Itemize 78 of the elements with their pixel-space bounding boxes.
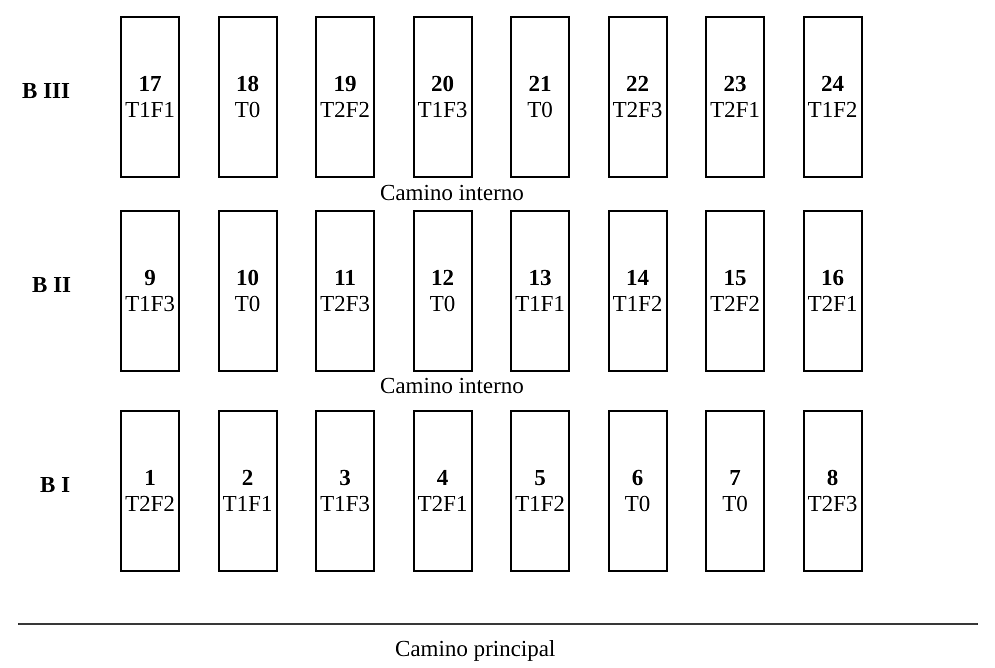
plot-box <box>705 210 765 372</box>
plot-box <box>120 410 180 572</box>
plot-box <box>705 16 765 178</box>
plot-box <box>315 410 375 572</box>
plot-number: 5 <box>534 465 546 491</box>
treatment-code: T2F3 <box>808 491 858 517</box>
treatment-code: T0 <box>722 491 748 517</box>
plot-box <box>412 210 472 372</box>
plot-box <box>412 410 472 572</box>
treatment-code: T2F2 <box>710 291 760 317</box>
path-label: Camino interno <box>380 373 524 399</box>
plot-number: 8 <box>826 465 838 491</box>
plot-box <box>218 210 278 372</box>
plot-box <box>510 410 570 572</box>
plot-box <box>802 410 862 572</box>
plot-number: 21 <box>528 71 552 97</box>
plot-box <box>705 410 765 572</box>
treatment-code: T0 <box>527 97 553 123</box>
plot-number: 11 <box>334 265 356 291</box>
plot-number: 13 <box>528 265 552 291</box>
plot-number: 7 <box>729 465 741 491</box>
treatment-code: T0 <box>430 291 456 317</box>
treatment-code: T1F3 <box>418 97 468 123</box>
plot-box <box>608 210 668 372</box>
treatment-code: T2F1 <box>418 491 468 517</box>
treatment-code: T1F2 <box>808 97 858 123</box>
plot-box <box>802 16 862 178</box>
plot-number: 17 <box>138 71 162 97</box>
treatment-code: T1F3 <box>125 291 175 317</box>
plot-box <box>608 410 668 572</box>
plot-number: 2 <box>242 465 254 491</box>
treatment-code: T1F3 <box>320 491 370 517</box>
plot-number: 20 <box>431 71 454 97</box>
plot-number: 18 <box>236 71 259 97</box>
treatment-code: T1F1 <box>515 291 565 317</box>
treatment-code: T0 <box>624 491 650 517</box>
plot-box <box>218 16 278 178</box>
plot-box <box>412 16 472 178</box>
plot-box <box>608 16 668 178</box>
treatment-code: T1F2 <box>515 491 565 517</box>
path-label: Camino principal <box>395 636 556 662</box>
plot-box <box>510 210 570 372</box>
plot-box <box>120 210 180 372</box>
plot-number: 22 <box>626 71 649 97</box>
treatment-code: T2F3 <box>320 291 370 317</box>
plot-number: 10 <box>236 265 259 291</box>
treatment-code: T2F1 <box>710 97 760 123</box>
plot-number: 1 <box>144 465 156 491</box>
treatment-code: T2F3 <box>612 97 662 123</box>
plot-number: 4 <box>436 465 448 491</box>
treatment-code: T2F2 <box>125 491 175 517</box>
treatment-code: T2F1 <box>808 291 858 317</box>
plot-number: 24 <box>821 71 844 97</box>
block-label: B I <box>40 472 70 498</box>
path-label: Camino interno <box>380 180 524 206</box>
plot-box <box>315 16 375 178</box>
treatment-code: T2F2 <box>320 97 370 123</box>
plot-number: 19 <box>334 71 356 97</box>
treatment-code: T0 <box>234 291 260 317</box>
treatment-code: T1F2 <box>612 291 662 317</box>
plot-box <box>510 16 570 178</box>
block-label: B II <box>32 272 71 298</box>
plot-number: 23 <box>724 71 746 97</box>
plot-number: 9 <box>144 265 156 291</box>
treatment-code: T0 <box>234 97 260 123</box>
plot-number: 12 <box>431 265 454 291</box>
treatment-code: T1F1 <box>125 97 175 123</box>
plot-number: 6 <box>632 465 644 491</box>
plot-number: 3 <box>339 465 351 491</box>
plot-box <box>802 210 862 372</box>
block-label: B III <box>22 78 70 104</box>
plot-number: 14 <box>626 265 649 291</box>
plot-number: 16 <box>821 265 844 291</box>
plot-number: 15 <box>724 265 746 291</box>
treatment-code: T1F1 <box>222 491 272 517</box>
plot-box <box>120 16 180 178</box>
plot-box <box>315 210 375 372</box>
plot-box <box>218 410 278 572</box>
